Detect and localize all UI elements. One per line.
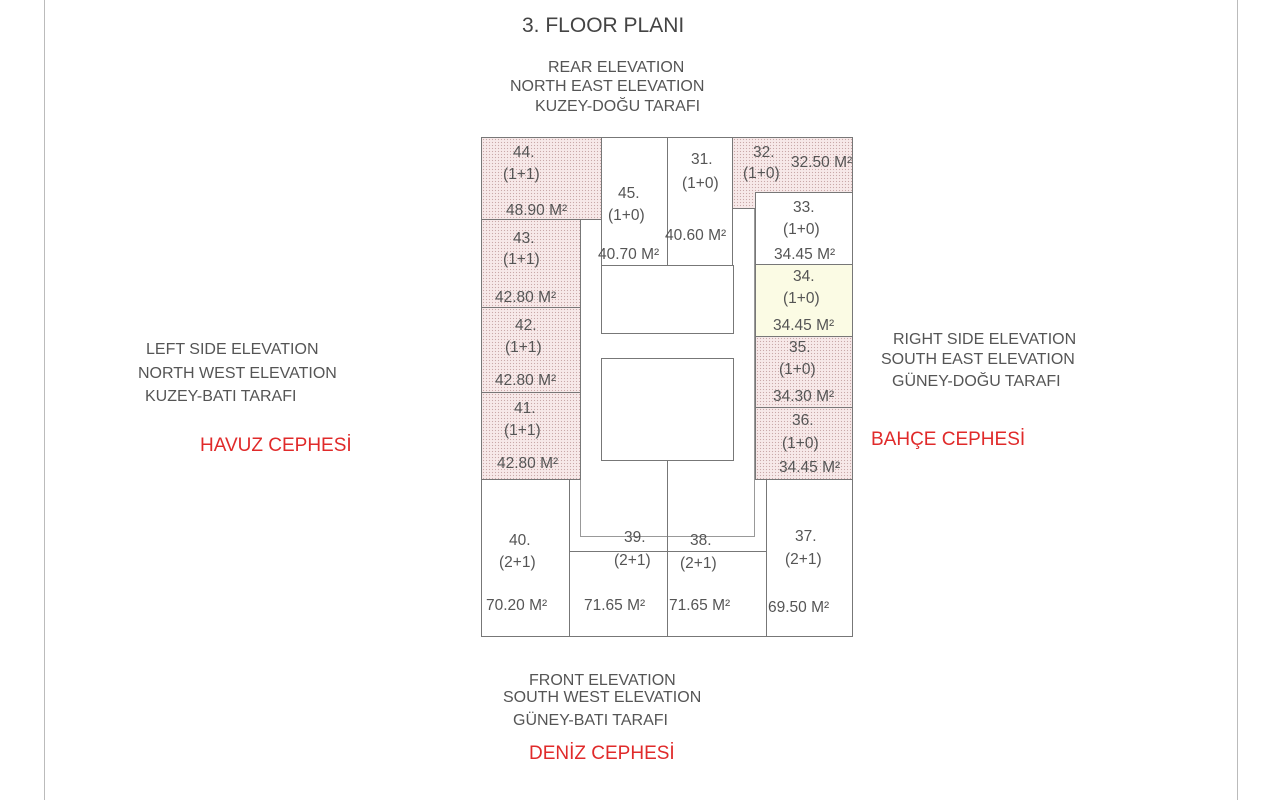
- unit-type: (2+1): [785, 551, 822, 568]
- right-facade-label: BAHÇE CEPHESİ: [871, 429, 1026, 450]
- unit-type: (1+0): [779, 361, 816, 378]
- unit-39[interactable]: 39. (2+1) 71.65 M²: [584, 460, 668, 637]
- unit-41[interactable]: 41. (1+1) 42.80 M²: [481, 392, 581, 480]
- left-label-3: KUZEY-BATI TARAFI: [145, 388, 297, 405]
- unit-type: (1+0): [608, 207, 645, 224]
- unit-number: 34.: [793, 268, 815, 285]
- unit-38[interactable]: 38. (2+1) 71.65 M²: [667, 460, 734, 637]
- unit-type: (1+1): [503, 251, 540, 268]
- unit-number: 40.: [509, 532, 531, 549]
- left-label-2: NORTH WEST ELEVATION: [138, 365, 337, 382]
- top-label-3: KUZEY-DOĞU TARAFI: [535, 98, 701, 115]
- unit-area: 70.20 M²: [486, 597, 548, 614]
- left-facade-label: HAVUZ CEPHESİ: [200, 435, 352, 456]
- bottom-facade-label: DENİZ CEPHESİ: [529, 743, 675, 764]
- unit-area: 42.80 M²: [495, 289, 557, 306]
- left-label-1: LEFT SIDE ELEVATION: [146, 341, 319, 358]
- page-border-right: [1237, 0, 1238, 800]
- unit-type: (1+1): [503, 166, 540, 183]
- right-label-3: GÜNEY-DOĞU TARAFI: [892, 373, 1061, 390]
- unit-45[interactable]: 45. (1+0) 40.70 M²: [598, 137, 668, 266]
- unit-number: 32.: [753, 144, 775, 161]
- unit-type: (1+0): [743, 165, 780, 182]
- unit-42[interactable]: 42. (1+1) 42.80 M²: [481, 307, 581, 393]
- unit-34[interactable]: 34. (1+0) 34.45 M²: [755, 264, 853, 337]
- top-label-1: REAR ELEVATION: [548, 59, 685, 76]
- unit-number: 43.: [513, 230, 535, 247]
- unit-number: 44.: [513, 144, 535, 161]
- unit-area: 40.60 M²: [665, 227, 727, 244]
- page-border-left: [44, 0, 45, 800]
- unit-type: (1+0): [783, 221, 820, 238]
- unit-area: 32.50 M²: [791, 154, 853, 171]
- unit-area: 48.90 M²: [506, 202, 568, 219]
- unit-32-notch: [732, 192, 756, 209]
- unit-area: 40.70 M²: [598, 246, 660, 263]
- bottom-label-3: GÜNEY-BATI TARAFI: [513, 712, 668, 729]
- unit-area: 71.65 M²: [669, 597, 731, 614]
- unit-number: 33.: [793, 199, 815, 216]
- unit-number: 31.: [691, 151, 713, 168]
- unit-33[interactable]: 33. (1+0) 34.45 M²: [755, 192, 853, 265]
- unit-number: 39.: [624, 529, 646, 546]
- unit-type: (1+0): [782, 435, 819, 452]
- unit-type: (1+0): [783, 290, 820, 307]
- plan-title: 3. FLOOR PLANI: [522, 14, 685, 37]
- unit-40[interactable]: 40. (2+1) 70.20 M²: [481, 479, 570, 637]
- unit-area: 71.65 M²: [584, 597, 646, 614]
- right-label-2: SOUTH EAST ELEVATION: [881, 351, 1075, 368]
- unit-number: 45.: [618, 185, 640, 202]
- unit-area: 69.50 M²: [768, 599, 830, 616]
- unit-number: 42.: [515, 317, 537, 334]
- unit-type: (1+0): [682, 175, 719, 192]
- unit-43[interactable]: 43. (1+1) 42.80 M²: [481, 219, 581, 308]
- unit-number: 37.: [795, 528, 817, 545]
- unit-number: 35.: [789, 339, 811, 356]
- unit-number: 38.: [690, 532, 712, 549]
- unit-type: (1+1): [505, 339, 542, 356]
- unit-type: (2+1): [614, 552, 651, 569]
- top-label-2: NORTH EAST ELEVATION: [510, 78, 705, 95]
- unit-31[interactable]: 31. (1+0) 40.60 M²: [665, 137, 733, 266]
- unit-type: (1+1): [504, 422, 541, 439]
- unit-area: 34.45 M²: [773, 317, 835, 334]
- unit-area: 34.45 M²: [774, 246, 836, 263]
- unit-type: (2+1): [680, 555, 717, 572]
- unit-number: 36.: [792, 412, 814, 429]
- unit-32[interactable]: 32. (1+0) 32.50 M²: [732, 137, 853, 193]
- bottom-label-2: SOUTH WEST ELEVATION: [503, 689, 702, 706]
- unit-area: 34.30 M²: [773, 388, 835, 405]
- unit-area: 34.45 M²: [779, 459, 841, 476]
- unit-36[interactable]: 36. (1+0) 34.45 M²: [755, 407, 853, 480]
- unit-number: 41.: [514, 400, 536, 417]
- unit-area: 42.80 M²: [497, 455, 559, 472]
- unit-35[interactable]: 35. (1+0) 34.30 M²: [755, 336, 853, 408]
- unit-area: 42.80 M²: [495, 372, 557, 389]
- bottom-label-1: FRONT ELEVATION: [529, 672, 676, 689]
- unit-type: (2+1): [499, 554, 536, 571]
- unit-44[interactable]: 44. (1+1) 48.90 M²: [481, 137, 602, 220]
- right-label-1: RIGHT SIDE ELEVATION: [893, 331, 1077, 348]
- unit-37[interactable]: 37. (2+1) 69.50 M²: [766, 479, 853, 637]
